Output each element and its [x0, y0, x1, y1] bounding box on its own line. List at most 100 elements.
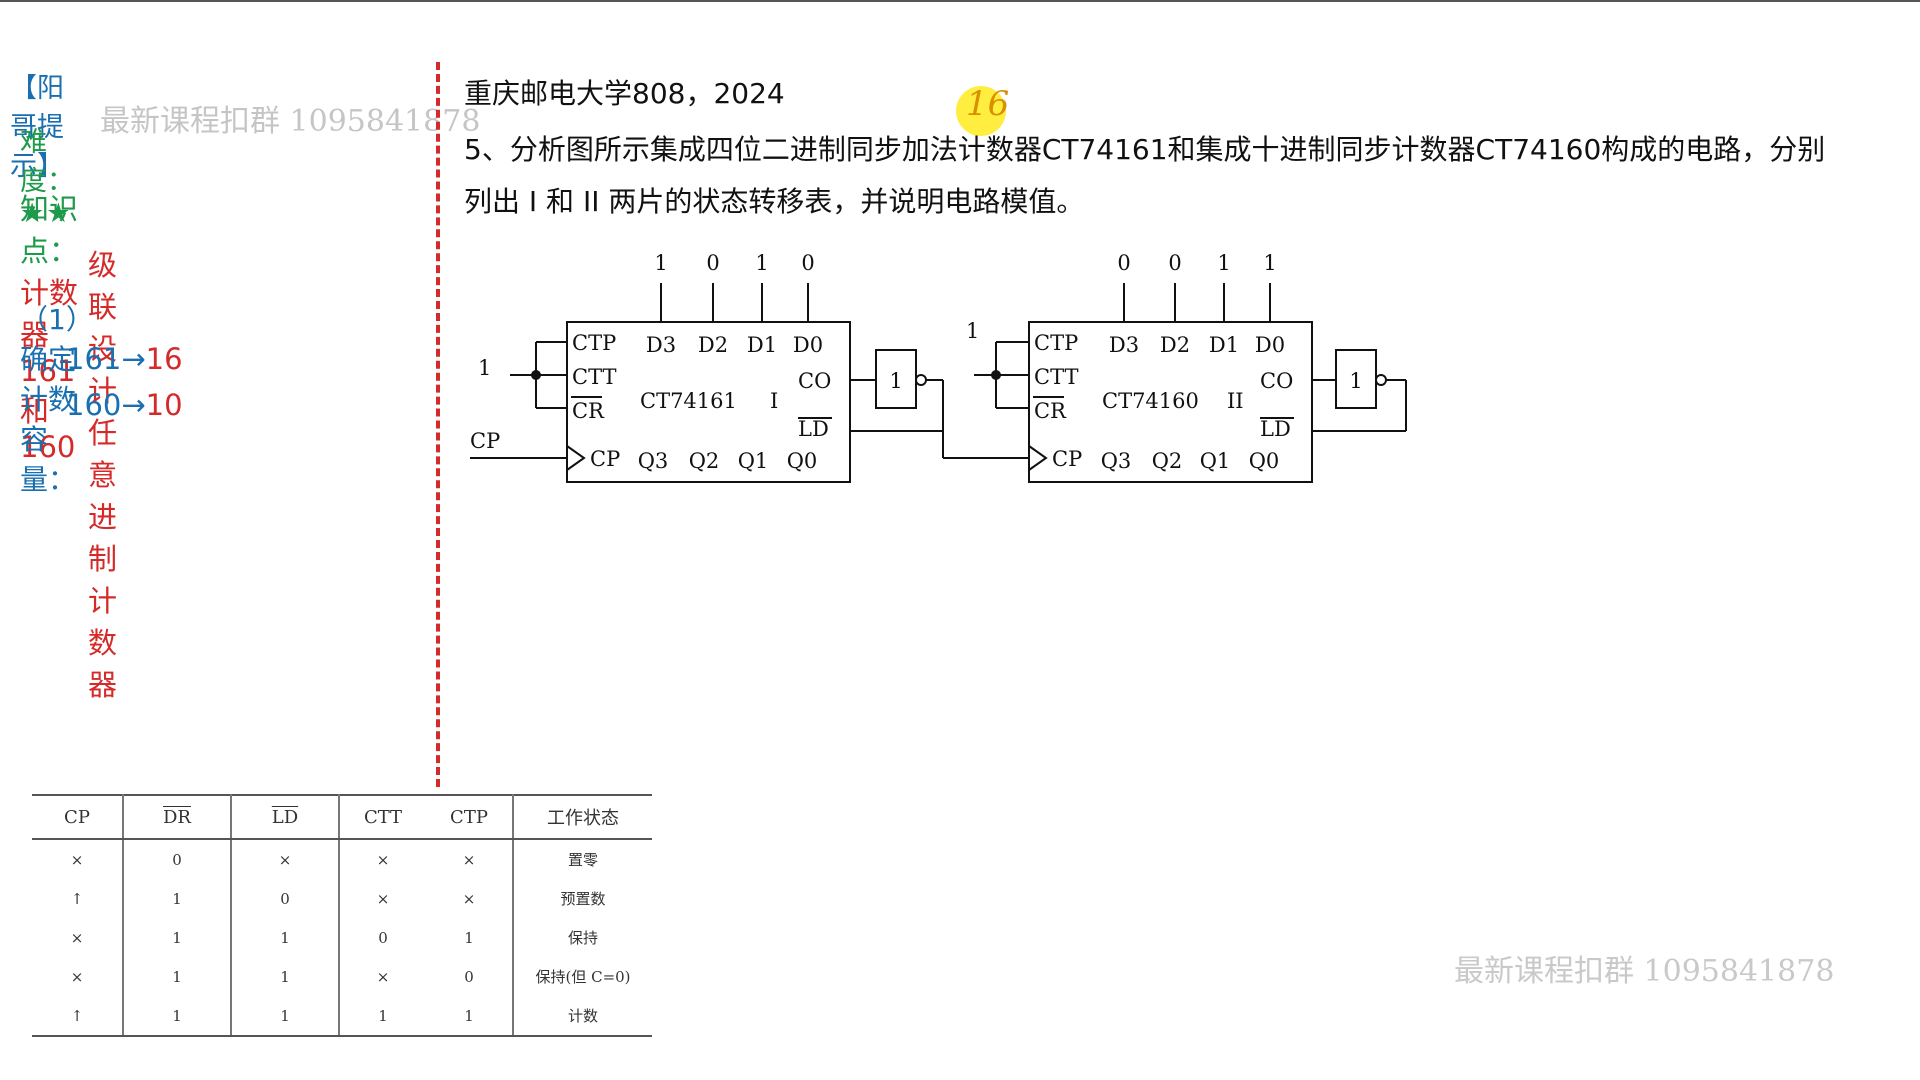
chip-1-body — [566, 321, 851, 483]
kp-value: 计数器161和160 — [20, 276, 79, 464]
chip2-bit: 0 — [1168, 251, 1181, 275]
capacity-chip: 160→ — [66, 388, 146, 422]
table-cell: 0 — [426, 957, 514, 996]
table-cell: × — [426, 839, 514, 879]
table-cell: ↑ — [32, 996, 124, 1037]
chip1-ctp: CTP — [572, 331, 616, 355]
tip-title: 【阳哥提示】 — [10, 73, 64, 182]
table-cell: 计数 — [513, 996, 652, 1037]
chip-2-body — [1028, 321, 1313, 483]
chip1-co: CO — [798, 369, 831, 393]
handwritten-annotation: 16 — [966, 84, 1010, 124]
watermark: 最新课程扣群 1095841878 — [1454, 954, 1835, 989]
table-cell: × — [426, 879, 514, 918]
chip2-q: Q3 — [1101, 449, 1132, 473]
col-header: CTT — [339, 794, 426, 840]
difficulty-label: 难度： — [20, 127, 74, 197]
col-header: LD — [231, 794, 340, 840]
table-cell: 1 — [339, 996, 426, 1037]
table-cell: 1 — [426, 918, 514, 957]
table-cell: 保持(但 C=0) — [535, 968, 631, 986]
circuit-diagram: 1 0 1 0 D3 D2 D1 D0 CTP CTT CR CP CT7416… — [470, 251, 1407, 483]
chip2-d-label: D0 — [1255, 333, 1285, 357]
dashed-divider — [436, 62, 440, 787]
chip1-cr: CR — [572, 399, 605, 423]
chip2-co: CO — [1260, 369, 1293, 393]
chip2-ld: LD — [1260, 417, 1291, 441]
question-source: 重庆邮电大学808，2024 — [464, 77, 785, 110]
chip1-name: CT74161 — [640, 389, 737, 413]
chip1-bit: 0 — [801, 251, 814, 275]
kp-value2: 级联设计任意进制计数器 — [88, 248, 118, 702]
inverter-label: 1 — [889, 369, 902, 393]
table-cell: 0 — [231, 879, 340, 918]
capacity-161: 161→16 — [66, 342, 183, 376]
chip2-roman: II — [1227, 389, 1244, 413]
table-cell: 置零 — [567, 851, 598, 869]
chip2-q: Q0 — [1249, 449, 1280, 473]
capacity-value: 16 — [145, 342, 183, 376]
table-cell: 1 — [123, 996, 232, 1037]
table-cell: × — [32, 918, 124, 957]
chip1-q: Q2 — [689, 449, 720, 473]
question-line-1: 5、分析图所示集成四位二进制同步加法计数器CT74161和集成十进制同步计数器C… — [464, 133, 1826, 166]
table-cell: 1 — [231, 918, 340, 957]
col-header: CP — [32, 794, 124, 840]
chip1-bit: 1 — [755, 251, 768, 275]
chip1-bit: 1 — [654, 251, 667, 275]
table-cell: 保持 — [567, 929, 598, 947]
chip2-ctp: CTP — [1034, 331, 1078, 355]
chip2-q: Q2 — [1152, 449, 1183, 473]
col-header: 工作状态 — [513, 794, 652, 840]
chip2-bit: 1 — [1263, 251, 1276, 275]
chip2-bit: 0 — [1117, 251, 1130, 275]
knowledge-point: 知识点： 计数器161和160 — [20, 186, 78, 464]
table-cell: × — [231, 839, 340, 879]
chip2-ctt: CTT — [1034, 365, 1078, 389]
chip1-ld: LD — [798, 417, 829, 441]
chip2-bit: 1 — [1217, 251, 1230, 275]
table-cell: ↑ — [32, 879, 124, 918]
chip2-const-one: 1 — [966, 319, 979, 343]
table-cell: × — [376, 889, 390, 908]
difficulty-stars: ★★ — [20, 198, 73, 229]
chip1-q: Q3 — [638, 449, 669, 473]
table-cell: 1 — [231, 996, 340, 1037]
chip2-d-label: D2 — [1160, 333, 1190, 357]
chip1-d-label: D0 — [793, 333, 823, 357]
chip1-q: Q1 — [738, 449, 769, 473]
chip2-q: Q1 — [1200, 449, 1231, 473]
table-cell: 1 — [123, 918, 232, 957]
inverter-label: 1 — [1349, 369, 1362, 393]
chip1-cp: CP — [590, 447, 620, 471]
top-rule — [0, 0, 1920, 2]
capacity-value: 10 — [145, 388, 183, 422]
highlight-mark — [956, 86, 1006, 136]
chip2-name: CT74160 — [1102, 389, 1199, 413]
clock-input: CP — [470, 429, 500, 453]
table-cell: 1 — [123, 879, 232, 918]
col-header: DR — [123, 794, 232, 840]
table-cell: × — [32, 839, 124, 879]
chip1-d-label: D1 — [747, 333, 777, 357]
col-header: CTP — [426, 794, 514, 840]
table-cell: 1 — [123, 957, 232, 996]
chip1-d-label: D3 — [646, 333, 676, 357]
table-cell: 预置数 — [560, 890, 606, 908]
step-1: （1）确定计数容量： — [20, 303, 94, 496]
chip1-roman: I — [770, 389, 778, 413]
capacity-chip: 161→ — [66, 342, 146, 376]
kp-label: 知识点： — [20, 192, 79, 268]
chip2-d-label: D1 — [1209, 333, 1239, 357]
table-cell: 0 — [123, 839, 232, 879]
chip1-bit: 0 — [706, 251, 719, 275]
chip1-const-one: 1 — [478, 356, 491, 380]
table-cell: × — [376, 967, 390, 986]
difficulty: 难度：★★ — [20, 120, 74, 229]
